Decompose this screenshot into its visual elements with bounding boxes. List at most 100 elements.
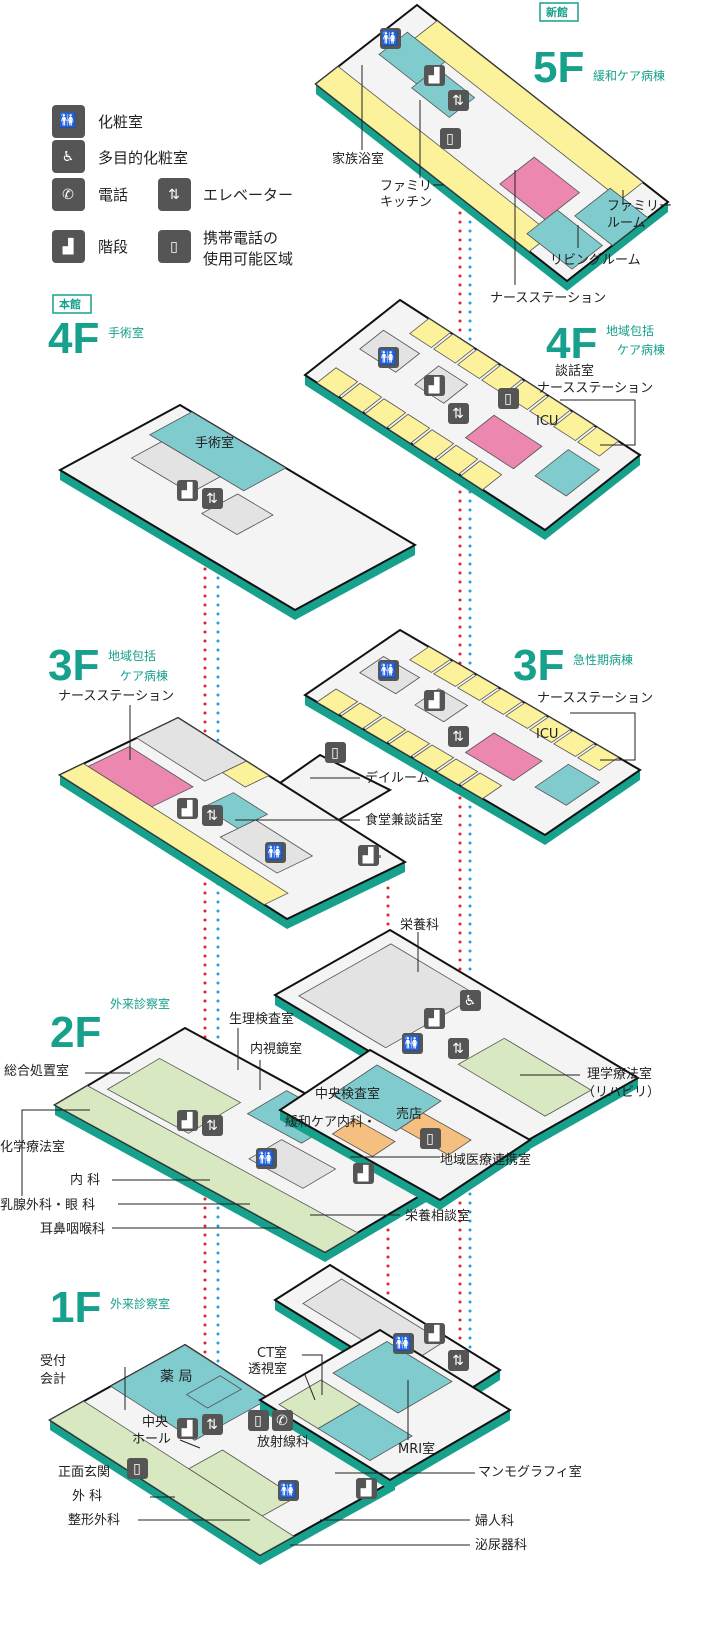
icon-bg <box>177 480 198 501</box>
leader-lines <box>21 65 636 1546</box>
icon-glyph: ⇅ <box>452 406 464 422</box>
restroom-icon <box>52 105 85 138</box>
elevator-icon <box>158 178 191 211</box>
floor-title: 5F <box>533 43 584 92</box>
legend-label: 化粧室 <box>98 113 143 131</box>
icon-glyph: ▟ <box>181 481 193 499</box>
legend-elevator: ⇅ エレベーター <box>158 178 293 211</box>
room-label: ナースステーション <box>537 381 653 396</box>
room-label: 透視室 <box>248 1361 287 1377</box>
floor-title: 3F <box>48 641 99 690</box>
room <box>388 730 431 758</box>
legend-accessible: ♿ 多目的化粧室 <box>52 140 188 173</box>
stairs-glyph: ▟ <box>62 237 74 255</box>
floor-subtitle: 外来診察室 <box>110 996 170 1011</box>
icon-glyph: ⇅ <box>206 1118 218 1134</box>
icon-glyph: 🚻 <box>266 844 283 861</box>
room-label: マンモグラフィ室 <box>478 1464 582 1480</box>
stairs-icon: ▟ <box>424 690 445 711</box>
stairs-icon: ▟ <box>424 375 445 396</box>
restroom-icon: 🚻 <box>256 1148 277 1169</box>
room <box>457 1037 592 1117</box>
restroom-icon: 🚻 <box>378 347 399 368</box>
room-label: 化学療法室 <box>0 1139 65 1155</box>
icon-glyph: 🚻 <box>394 1335 411 1352</box>
icon-bg <box>460 990 481 1011</box>
accessible-restroom-icon <box>52 140 85 173</box>
restroom-icon: 🚻 <box>378 660 399 681</box>
room-label: 外 科 <box>72 1489 102 1504</box>
icon-glyph: ▯ <box>133 1461 141 1477</box>
room <box>278 1379 361 1429</box>
room <box>577 744 620 771</box>
room <box>436 758 479 786</box>
restroom-icon: 🚻 <box>380 28 401 49</box>
floor-2f-east <box>273 928 640 1153</box>
legend: 🚻 化粧室 ♿ 多目的化粧室 ✆ 電話 ⇅ エレベーター ▟ 階段 ▯ 携帯電話… <box>52 105 293 268</box>
room-label: ホール <box>132 1432 171 1447</box>
icon-bg <box>356 1478 377 1499</box>
room-label: 耳鼻咽喉科 <box>40 1221 105 1237</box>
icon-bg <box>424 1323 445 1344</box>
room <box>148 411 287 492</box>
room <box>221 760 270 788</box>
floor-title: 4F <box>546 319 597 368</box>
icon-bg <box>278 1480 299 1501</box>
floor-5f-labels: 新館 5F 緩和ケア病棟 家族浴室 ファミリー キッチン ファミリー ルーム リ… <box>332 2 672 306</box>
mobile-phone-icon: ▯ <box>248 1410 269 1431</box>
icon-bg <box>498 388 519 409</box>
room-label: リビングルーム <box>550 253 641 268</box>
room-label: 会計 <box>40 1371 66 1387</box>
legend-label: 使用可能区域 <box>203 250 293 268</box>
room-label: ナースステーション <box>490 291 606 306</box>
icon-glyph: ✆ <box>276 1413 288 1429</box>
room-label: 生理検査室 <box>229 1011 294 1027</box>
icon-glyph: ⇅ <box>452 1041 464 1057</box>
room-label: ファミリー <box>607 199 672 214</box>
elevator-icon: ⇅ <box>448 1038 469 1059</box>
phone-glyph: ✆ <box>62 187 74 203</box>
mobile-phone-icon <box>158 230 191 263</box>
icon-glyph: ⇅ <box>452 729 464 745</box>
room-label: （リハビリ） <box>582 1085 660 1100</box>
room <box>534 763 601 806</box>
legend-label: 電話 <box>98 186 128 204</box>
mobile-glyph: ▯ <box>170 239 178 255</box>
icon-glyph: 🚻 <box>381 30 398 47</box>
room-label: 緩和ケア内科・ <box>285 1114 376 1130</box>
elevator-icon: ⇅ <box>448 1350 469 1371</box>
room-label: 売店 <box>396 1106 422 1122</box>
icon-glyph: ▯ <box>426 1131 434 1147</box>
icon-glyph: ▟ <box>428 1009 440 1027</box>
room <box>433 660 476 687</box>
room-label: 放射線科 <box>257 1434 309 1450</box>
icon-bg <box>440 128 461 149</box>
room <box>409 318 452 349</box>
floor-subtitle: 急性期病棟 <box>573 652 633 667</box>
icon-bg <box>265 842 286 863</box>
icon-glyph: ▟ <box>428 1324 440 1342</box>
icon-bg <box>378 660 399 681</box>
stairs-icon: ▟ <box>356 1478 377 1499</box>
icon-bg <box>424 65 445 86</box>
room <box>553 730 596 757</box>
icon-bg <box>448 403 469 424</box>
icon-glyph: ▟ <box>181 1111 193 1129</box>
icon-bg <box>358 845 379 866</box>
icon-glyph: ▟ <box>360 1479 372 1497</box>
floor-1f-labels: 1F 外来診察室 受付 会計 薬 局 CT室 透視室 中央 ホール 放射線科 M… <box>40 1283 582 1553</box>
room-label: 泌尿器科 <box>475 1538 527 1553</box>
icon-glyph: ⇅ <box>452 93 464 109</box>
icon-bg <box>393 1333 414 1354</box>
icon-bg <box>424 690 445 711</box>
icon-bg <box>402 1033 423 1054</box>
floor-3f-labels: 3F 地域包括 ケア病棟 ナースステーション 3F 急性期病棟 ナースステーショ… <box>48 641 653 828</box>
room-label: 中央検査室 <box>315 1086 380 1102</box>
restroom-icon: 🚻 <box>393 1333 414 1354</box>
legend-restroom: 🚻 化粧室 <box>52 105 143 138</box>
icon-glyph: ▟ <box>428 691 440 709</box>
floor-title: 4F <box>48 314 99 363</box>
room-label: MRI室 <box>398 1441 435 1457</box>
room <box>436 444 479 475</box>
icon-bg <box>424 1008 445 1029</box>
